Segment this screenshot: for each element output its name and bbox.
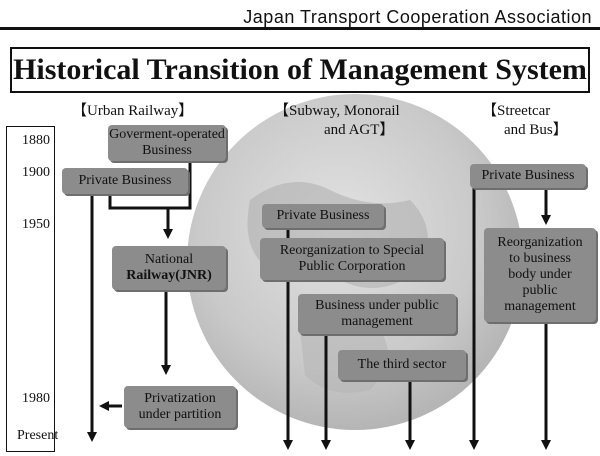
box-text: The third sector: [357, 357, 447, 372]
box-private-business-urban: Private Business: [62, 168, 188, 194]
box-text: National: [144, 252, 194, 267]
box-text: management: [504, 299, 576, 314]
box-reorganization-business-body: Reorganization to business body under pu…: [484, 228, 596, 322]
column-header-streetcar-line1: 【Streetcar: [482, 103, 551, 119]
box-third-sector: The third sector: [338, 350, 466, 380]
year-label-present: Present: [17, 428, 59, 443]
box-reorganization-special-public-corporation: Reorganization to Special Public Corpora…: [260, 238, 444, 280]
box-text: Railway(JNR): [126, 268, 212, 283]
box-text: Reorganization to Special: [279, 243, 425, 258]
timeline-column: [6, 126, 55, 452]
box-text: Business under public: [315, 298, 439, 313]
box-text: under partition: [138, 407, 222, 422]
title-box: Historical Transition of Management Syst…: [10, 47, 590, 93]
column-header-subway-line1: 【Subway, Monorail: [274, 103, 400, 119]
year-label-1880: 1880: [22, 133, 50, 148]
connector-line: [108, 160, 192, 210]
year-label-1950: 1950: [22, 217, 50, 232]
box-privatization-under-partition: Privatization under partition: [124, 386, 236, 428]
column-header-urban-railway: 【Urban Railway】: [72, 103, 194, 119]
header-bar: [0, 0, 600, 30]
box-text: Public Corporation: [298, 259, 406, 274]
box-text: management: [341, 314, 413, 329]
box-text: Private Business: [78, 173, 172, 188]
box-text: Privatization: [144, 391, 216, 406]
box-text: Reorganization: [497, 235, 583, 250]
box-text: Private Business: [276, 208, 370, 223]
box-text: to business: [509, 251, 571, 266]
box-text: Private Business: [481, 168, 575, 183]
box-text: body under: [508, 267, 572, 282]
year-label-1900: 1900: [22, 165, 50, 180]
year-label-1980: 1980: [22, 391, 50, 406]
page-title: Historical Transition of Management Syst…: [13, 53, 587, 86]
box-private-business-subway: Private Business: [262, 204, 384, 228]
box-government-operated-business: Goverment-operated Business: [108, 125, 226, 161]
box-text: Business: [142, 143, 192, 158]
column-header-subway-line2: and AGT】: [324, 122, 395, 138]
column-header-streetcar-line2: and Bus】: [504, 122, 568, 138]
box-text: Goverment-operated: [109, 127, 225, 142]
box-private-business-streetcar: Private Business: [470, 164, 586, 188]
box-text: public: [522, 283, 558, 298]
box-business-under-public-management: Business under public management: [298, 294, 456, 334]
organization-name: Japan Transport Cooperation Association: [243, 7, 592, 27]
box-national-railway-jnr: National Railway(JNR): [112, 246, 226, 290]
